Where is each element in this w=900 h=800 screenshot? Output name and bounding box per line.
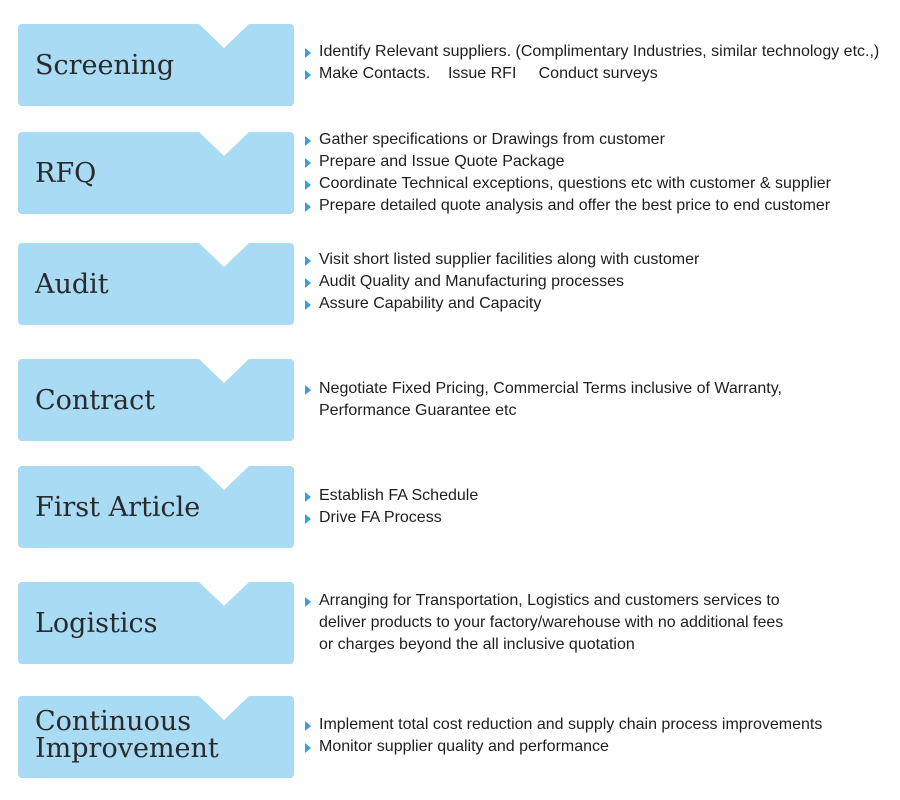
detail-item: Make Contacts. Issue RFI Conduct surveys [305,63,895,85]
stage-title-first-article: First Article [35,491,201,523]
stage-notch [199,24,249,48]
stage-box-rfq: RFQ [18,132,294,214]
bullet-arrow-icon [305,514,311,524]
stage-box-audit: Audit [18,243,294,325]
detail-item: Negotiate Fixed Pricing, Commercial Term… [305,378,895,400]
stage-details-logistics: Arranging for Transportation, Logistics … [305,590,895,656]
bullet-arrow-icon [305,300,311,310]
detail-item: Coordinate Technical exceptions, questio… [305,173,895,195]
stage-box-first-article: First Article [18,466,294,548]
bullet-arrow-icon [305,597,311,607]
stage-details-audit: Visit short listed supplier facilities a… [305,249,895,315]
stage-notch [199,696,249,720]
detail-item: Monitor supplier quality and performance [305,736,895,758]
stage-box-continuous-improvement: Continuous Improvement [18,696,294,778]
stage-notch [199,132,249,156]
detail-item: Assure Capability and Capacity [305,293,895,315]
stage-box-screening: Screening [18,24,294,106]
stage-notch [199,243,249,267]
detail-item: Gather specifications or Drawings from c… [305,129,895,151]
bullet-arrow-icon [305,278,311,288]
detail-item-continuation: or charges beyond the all inclusive quot… [319,636,635,653]
stage-notch [199,466,249,490]
detail-item: Implement total cost reduction and suppl… [305,714,895,736]
bullet-arrow-icon [305,158,311,168]
detail-item-continuation: deliver products to your factory/warehou… [319,614,784,631]
stage-box-contract: Contract [18,359,294,441]
bullet-arrow-icon [305,48,311,58]
stage-details-contract: Negotiate Fixed Pricing, Commercial Term… [305,378,895,422]
bullet-arrow-icon [305,202,311,212]
bullet-arrow-icon [305,136,311,146]
bullet-arrow-icon [305,180,311,190]
stage-notch [199,582,249,606]
detail-item-continuation: Performance Guarantee etc [319,402,517,419]
stage-title-contract: Contract [35,384,156,416]
detail-item: Identify Relevant suppliers. (Compliment… [305,41,895,63]
detail-item: Prepare detailed quote analysis and offe… [305,195,895,217]
detail-item: Drive FA Process [305,507,895,529]
stage-details-first-article: Establish FA Schedule Drive FA Process [305,485,895,529]
stage-notch [199,359,249,383]
stage-details-continuous-improvement: Implement total cost reduction and suppl… [305,714,895,758]
stage-details-rfq: Gather specifications or Drawings from c… [305,129,895,217]
bullet-arrow-icon [305,743,311,753]
detail-item: Audit Quality and Manufacturing processe… [305,271,895,293]
bullet-arrow-icon [305,385,311,395]
bullet-arrow-icon [305,256,311,266]
detail-item: Arranging for Transportation, Logistics … [305,590,895,612]
stage-title-continuous-improvement: Continuous Improvement [35,706,219,764]
bullet-arrow-icon [305,492,311,502]
detail-item: Visit short listed supplier facilities a… [305,249,895,271]
stage-title-audit: Audit [35,268,109,300]
bullet-arrow-icon [305,70,311,80]
detail-item: Prepare and Issue Quote Package [305,151,895,173]
stage-title-rfq: RFQ [35,157,97,189]
stage-details-screening: Identify Relevant suppliers. (Compliment… [305,41,895,85]
stage-title-screening: Screening [35,49,175,81]
detail-item: Establish FA Schedule [305,485,895,507]
bullet-arrow-icon [305,721,311,731]
stage-box-logistics: Logistics [18,582,294,664]
stage-title-logistics: Logistics [35,607,158,639]
